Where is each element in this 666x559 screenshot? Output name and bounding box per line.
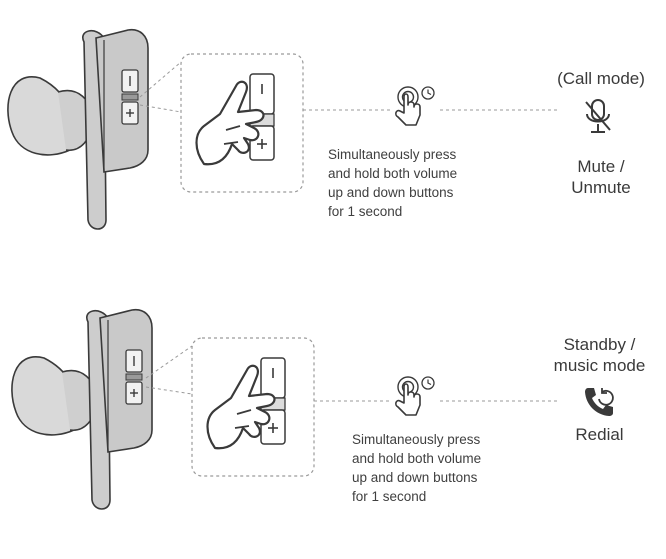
press-and-hold-icon [395, 86, 435, 126]
phone-redial-icon [585, 388, 614, 416]
zoom-leader-2b [145, 386, 193, 395]
earbud-illustration-2 [11, 308, 153, 510]
zoom-leader-1b [139, 104, 182, 113]
mode-label-1: (Call mode) [557, 69, 645, 88]
mode-label-2: Standby / music mode [553, 335, 646, 375]
result-label-2: Redial [575, 425, 624, 444]
zoom-box-2 [191, 337, 315, 477]
zoom-box-1 [180, 53, 304, 193]
microphone-muted-icon [585, 99, 611, 133]
hand-press-illustration-2 [206, 356, 287, 450]
result-label-1: Mute / Unmute [571, 157, 631, 197]
instruction-caption-2: Simultaneously press and hold both volum… [352, 432, 482, 504]
press-and-hold-icon [395, 376, 435, 416]
zoom-leader-1a [139, 61, 182, 98]
hand-press-illustration-1 [195, 72, 276, 166]
instruction-caption-1: Simultaneously press and hold both volum… [328, 147, 458, 219]
zoom-leader-2a [145, 345, 193, 379]
earbud-illustration-1 [7, 28, 149, 230]
